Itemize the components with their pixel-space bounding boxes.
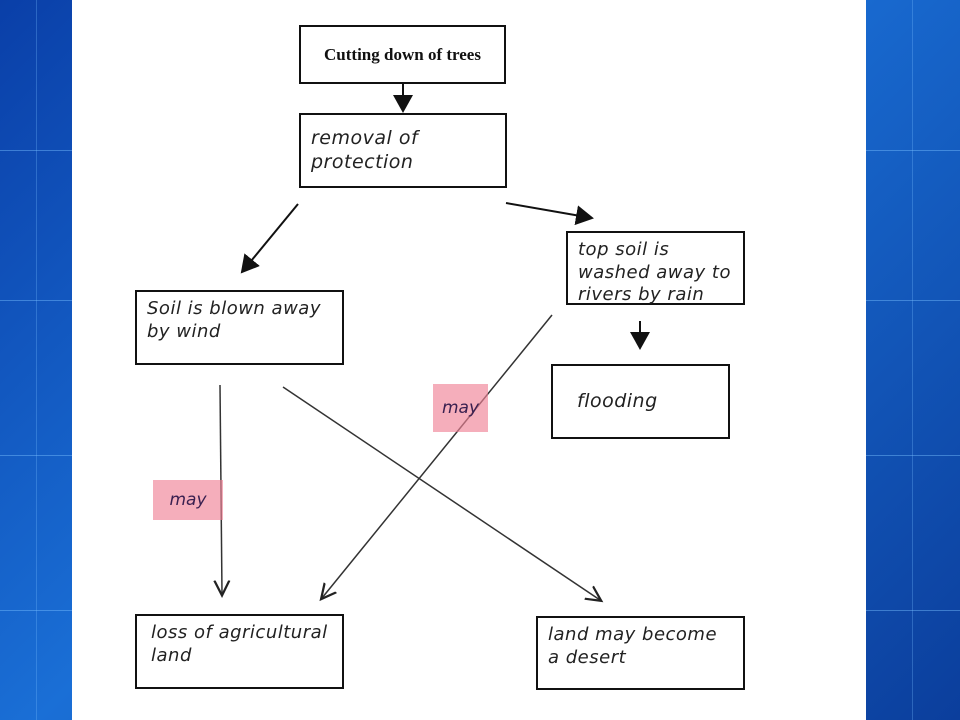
background-grid-line — [912, 0, 913, 720]
arrow-removal-to-topsoil — [505, 202, 594, 226]
box-land-become-desert: land may become a desert — [536, 616, 745, 690]
box-label: Soil is blown away by wind — [147, 298, 321, 342]
annotation-text: may — [441, 398, 480, 418]
box-label: land may become a desert — [548, 624, 718, 668]
box-soil-blown-by-wind: Soil is blown away by wind — [135, 290, 344, 365]
box-label: Cutting down of trees — [324, 44, 481, 64]
annotation-text: may — [169, 490, 207, 510]
box-label: removal of protection — [311, 126, 419, 173]
box-label: top soil is washed away to rivers by rai… — [578, 239, 731, 305]
annotation-may-center: may — [433, 384, 488, 432]
box-top-soil-washed: top soil is washed away to rivers by rai… — [566, 231, 745, 305]
arrow-soil-wind-to-desert — [282, 386, 600, 600]
box-flooding: flooding — [551, 364, 730, 439]
background-grid-line — [36, 0, 37, 720]
box-label: flooding — [577, 389, 658, 412]
annotation-may-left: may — [153, 480, 223, 520]
box-cutting-down-trees: Cutting down of trees — [299, 25, 506, 84]
box-removal-of-protection: removal of protection — [299, 113, 507, 188]
arrow-topsoil-to-loss — [322, 314, 553, 598]
box-loss-of-agricultural-land: loss of agricultural land — [135, 614, 344, 689]
box-label: loss of agricultural land — [151, 622, 328, 666]
arrow-removal-to-soil-wind — [240, 203, 299, 274]
